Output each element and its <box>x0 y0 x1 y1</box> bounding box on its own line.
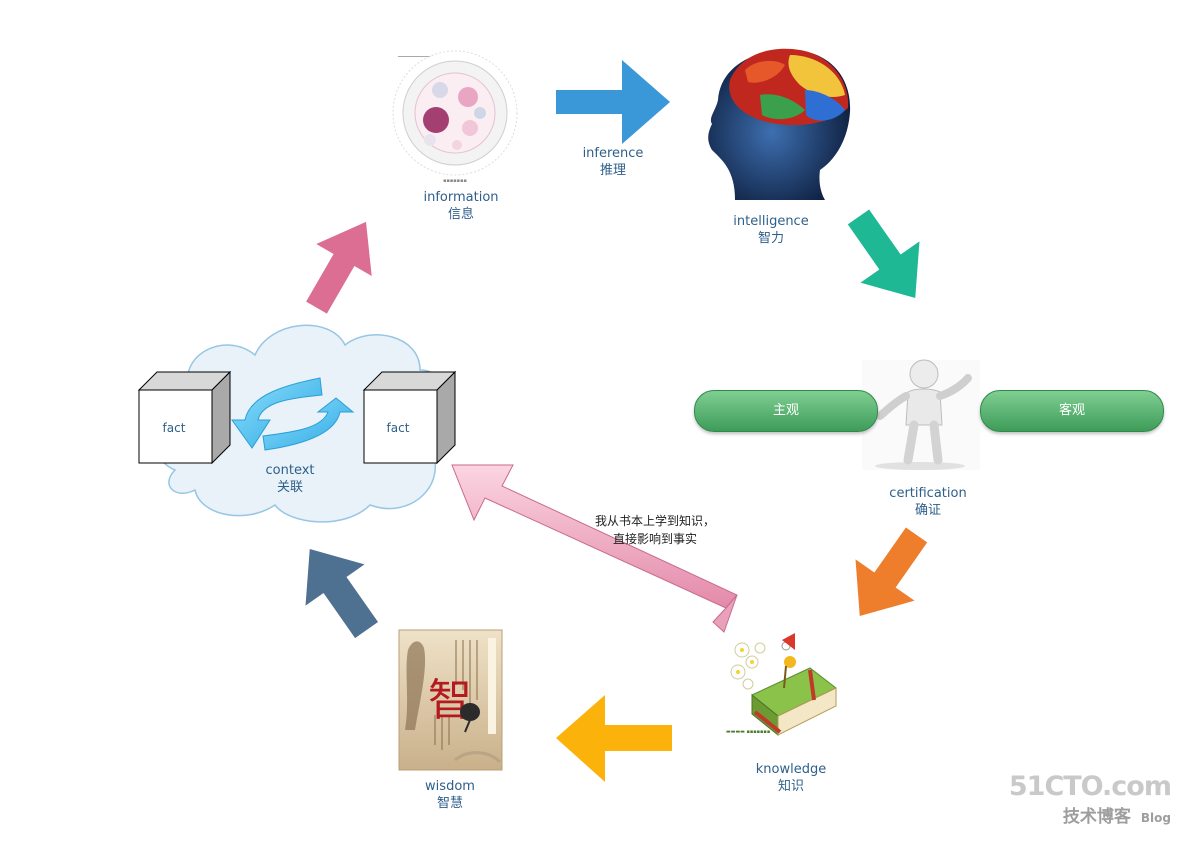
label-knowledge-en: knowledge <box>755 762 827 777</box>
fact-label-left: fact <box>163 421 186 435</box>
label-certification-en: certification <box>889 486 967 501</box>
knowledge-note-line1: 我从书本上学到知识， <box>594 514 715 528</box>
pill-subjective: 主观 <box>694 390 878 432</box>
svg-text:▪▪▪▪▪▪▪: ▪▪▪▪▪▪▪ <box>443 178 467 184</box>
label-knowledge: knowledge 知识 <box>741 761 841 795</box>
label-context-en: context <box>265 463 315 478</box>
watermark-blog: Blog <box>1140 811 1171 825</box>
intelligence-brain-image <box>708 48 851 200</box>
label-context-zh: 关联 <box>276 480 303 495</box>
label-certification-zh: 确证 <box>914 503 941 518</box>
information-infographic-image: ──────────── ▪▪▪▪▪▪▪ <box>392 50 518 184</box>
certification-figure-image <box>862 359 980 470</box>
label-information-en: information <box>423 190 499 205</box>
label-inference-en: inference <box>582 146 644 161</box>
label-intelligence-en: intelligence <box>733 214 809 229</box>
wisdom-book-image: 智 <box>398 629 503 771</box>
label-information-zh: 信息 <box>447 207 474 222</box>
arrow-intelligence-to-certification <box>847 209 920 299</box>
pill-objective: 客观 <box>980 390 1164 432</box>
fact-cube-right <box>362 370 457 465</box>
label-intelligence: intelligence 智力 <box>721 213 821 247</box>
svg-text:────────────: ──────────── <box>397 54 435 60</box>
knowledge-books-image: ▬▬▬▬ ▪▪▪▪▪▪▪ <box>726 633 837 737</box>
watermark-sub: 技术博客 <box>1062 807 1131 827</box>
fact-label-right: fact <box>387 421 410 435</box>
label-context: context 关联 <box>240 462 340 496</box>
arrow-wisdom-to-context <box>305 548 379 639</box>
watermark-site: 51CTO.com <box>1008 771 1172 802</box>
label-wisdom-zh: 智慧 <box>436 796 463 811</box>
label-knowledge-zh: 知识 <box>777 779 804 794</box>
arrow-context-to-information <box>306 221 372 314</box>
arrow-knowledge-to-fact <box>451 464 738 633</box>
arrow-inference <box>556 60 670 144</box>
watermark: 51CTO.com 技术博客 Blog <box>1008 771 1172 827</box>
label-certification: certification 确证 <box>876 485 980 519</box>
arrow-certification-to-knowledge <box>855 527 928 617</box>
fact-cube-left <box>137 370 232 465</box>
svg-text:▬▬▬▬ ▪▪▪▪▪▪▪: ▬▬▬▬ ▪▪▪▪▪▪▪ <box>726 729 770 735</box>
knowledge-note-line2: 直接影响到事实 <box>612 532 697 546</box>
sync-arrows-icon <box>231 377 355 451</box>
label-intelligence-zh: 智力 <box>757 231 784 246</box>
knowledge-note: 我从书本上学到知识， 直接影响到事实 <box>570 512 740 548</box>
arrow-knowledge-to-wisdom <box>556 695 672 782</box>
label-inference: inference 推理 <box>563 145 663 179</box>
label-wisdom-en: wisdom <box>425 779 475 794</box>
label-wisdom: wisdom 智慧 <box>400 778 500 812</box>
label-information: information 信息 <box>411 189 511 223</box>
label-inference-zh: 推理 <box>599 163 626 178</box>
